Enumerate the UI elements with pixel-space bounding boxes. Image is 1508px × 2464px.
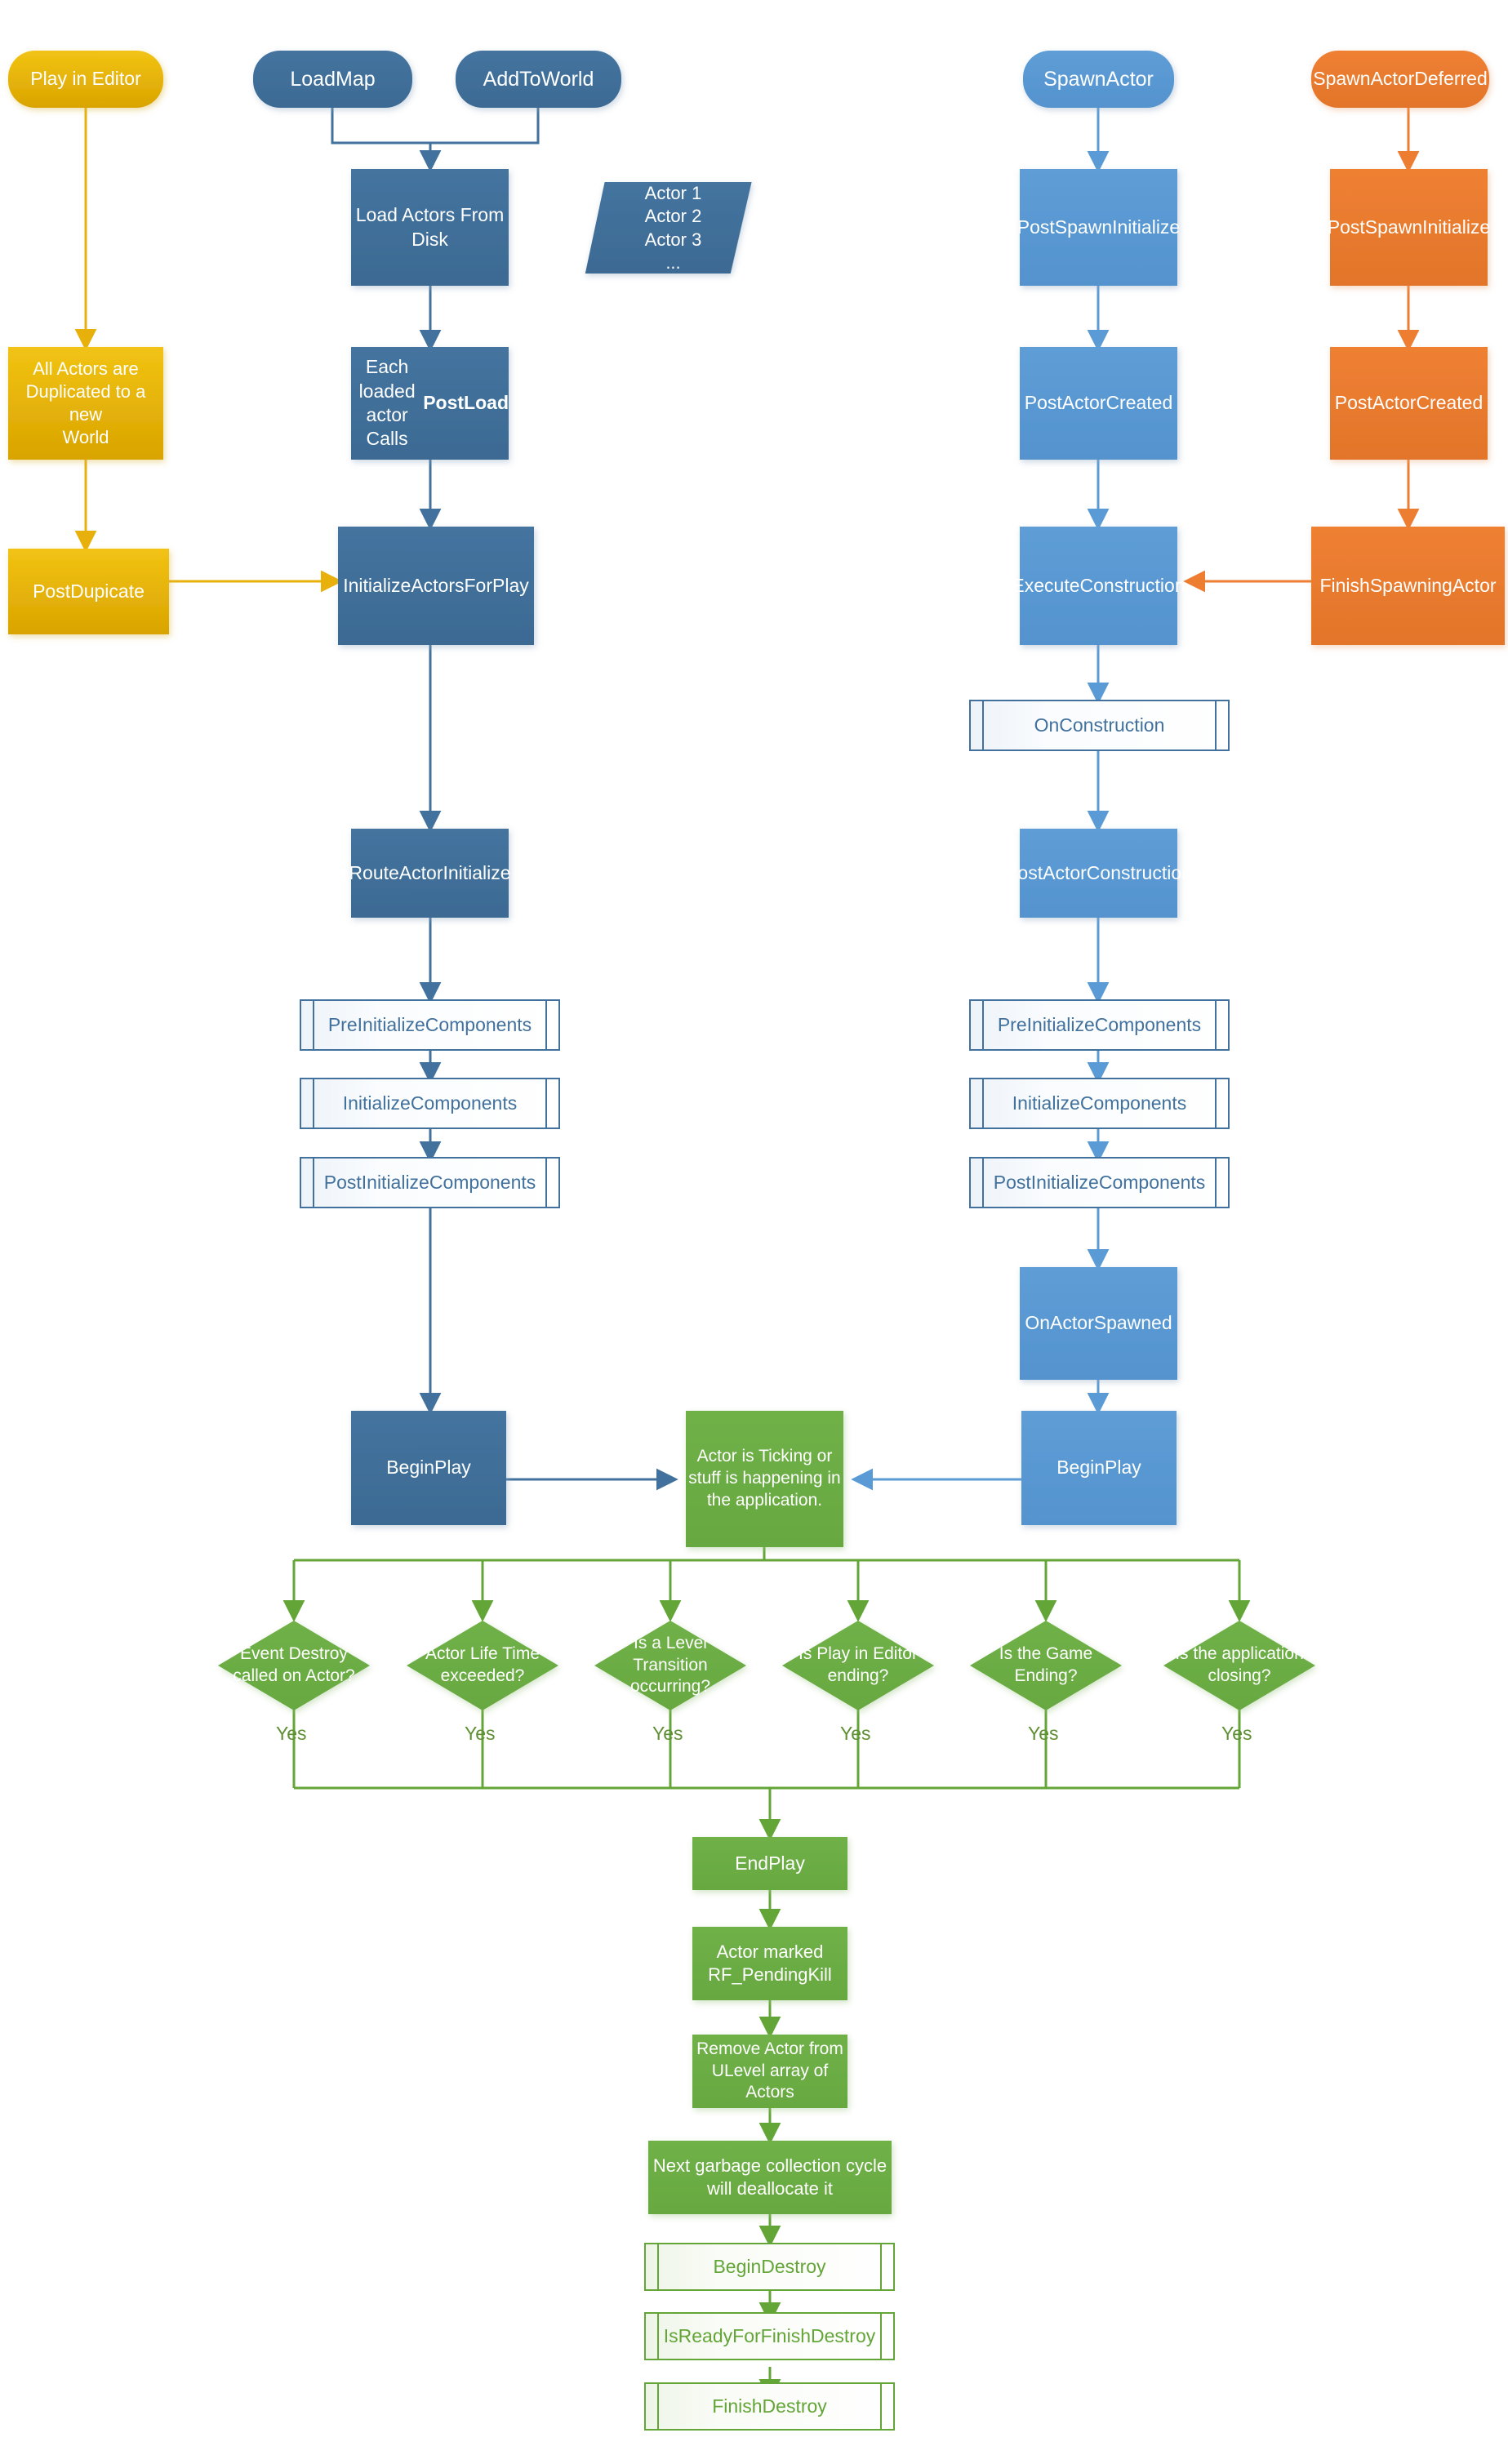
node-actor-marked[interactable] bbox=[692, 1927, 847, 2000]
node-executeconstruction[interactable] bbox=[1020, 527, 1177, 645]
node-addtoworld[interactable] bbox=[456, 51, 621, 108]
decision-pie-ending[interactable] bbox=[782, 1621, 934, 1710]
edge-loadmap-addtoworld-join bbox=[331, 108, 540, 145]
node-load-actors-from-disk[interactable] bbox=[351, 169, 509, 286]
node-remove-actor[interactable] bbox=[692, 2035, 847, 2108]
node-onconstruction[interactable] bbox=[969, 700, 1230, 751]
node-postinitializecomponents-right[interactable] bbox=[969, 1157, 1230, 1208]
node-spawnactordeferred[interactable] bbox=[1311, 51, 1489, 108]
node-spawnactor[interactable] bbox=[1023, 51, 1174, 108]
decision-app-closing[interactable] bbox=[1163, 1621, 1315, 1710]
edge-label-yes-3: Yes bbox=[652, 1723, 683, 1744]
edge-label-yes-6: Yes bbox=[1221, 1723, 1252, 1744]
decision-level-transition[interactable] bbox=[594, 1621, 746, 1710]
decision-actor-life-time[interactable] bbox=[407, 1621, 558, 1710]
node-actor-list-data[interactable] bbox=[585, 182, 752, 274]
node-actor-is-ticking[interactable] bbox=[686, 1411, 843, 1547]
node-preinitializecomponents-right[interactable] bbox=[969, 999, 1230, 1051]
node-next-gc[interactable] bbox=[648, 2141, 892, 2214]
edge-label-yes-5: Yes bbox=[1028, 1723, 1059, 1744]
node-finishspawningactor[interactable] bbox=[1311, 527, 1505, 645]
node-isreadyforfinishdestroy[interactable] bbox=[644, 2312, 895, 2360]
node-beginplay-left[interactable] bbox=[351, 1411, 506, 1525]
edge-label-yes-2: Yes bbox=[465, 1723, 496, 1744]
node-onactorspawned[interactable] bbox=[1020, 1267, 1177, 1380]
decision-event-destroy[interactable] bbox=[218, 1621, 370, 1710]
node-finishdestroy[interactable] bbox=[644, 2382, 895, 2431]
node-initializecomponents-left[interactable] bbox=[300, 1078, 560, 1129]
decision-game-ending[interactable] bbox=[970, 1621, 1122, 1710]
node-loadmap[interactable] bbox=[253, 51, 412, 108]
node-postactorconstruction[interactable] bbox=[1020, 829, 1177, 918]
node-each-loaded-actor[interactable] bbox=[351, 347, 509, 460]
node-routeactorinitialize[interactable] bbox=[351, 829, 509, 918]
node-play-in-editor[interactable] bbox=[8, 51, 163, 108]
edge-label-yes-4: Yes bbox=[840, 1723, 871, 1744]
node-postspawninitialize-orange[interactable] bbox=[1330, 169, 1488, 286]
node-beginplay-right[interactable] bbox=[1021, 1411, 1177, 1525]
node-initializecomponents-right[interactable] bbox=[969, 1078, 1230, 1129]
node-initializeactorsforplay[interactable] bbox=[338, 527, 534, 645]
node-postdupicate[interactable] bbox=[8, 549, 169, 634]
node-endplay[interactable] bbox=[692, 1837, 847, 1890]
node-begindestroy[interactable] bbox=[644, 2243, 895, 2291]
edge-label-yes-1: Yes bbox=[276, 1723, 307, 1744]
node-postinitializecomponents-left[interactable] bbox=[300, 1157, 560, 1208]
node-postactorcreated-orange[interactable] bbox=[1330, 347, 1488, 460]
node-postspawninitialize-blue[interactable] bbox=[1020, 169, 1177, 286]
node-all-actors-duplicated[interactable] bbox=[8, 347, 163, 460]
node-postactorcreated-blue[interactable] bbox=[1020, 347, 1177, 460]
node-preinitializecomponents-left[interactable] bbox=[300, 999, 560, 1051]
